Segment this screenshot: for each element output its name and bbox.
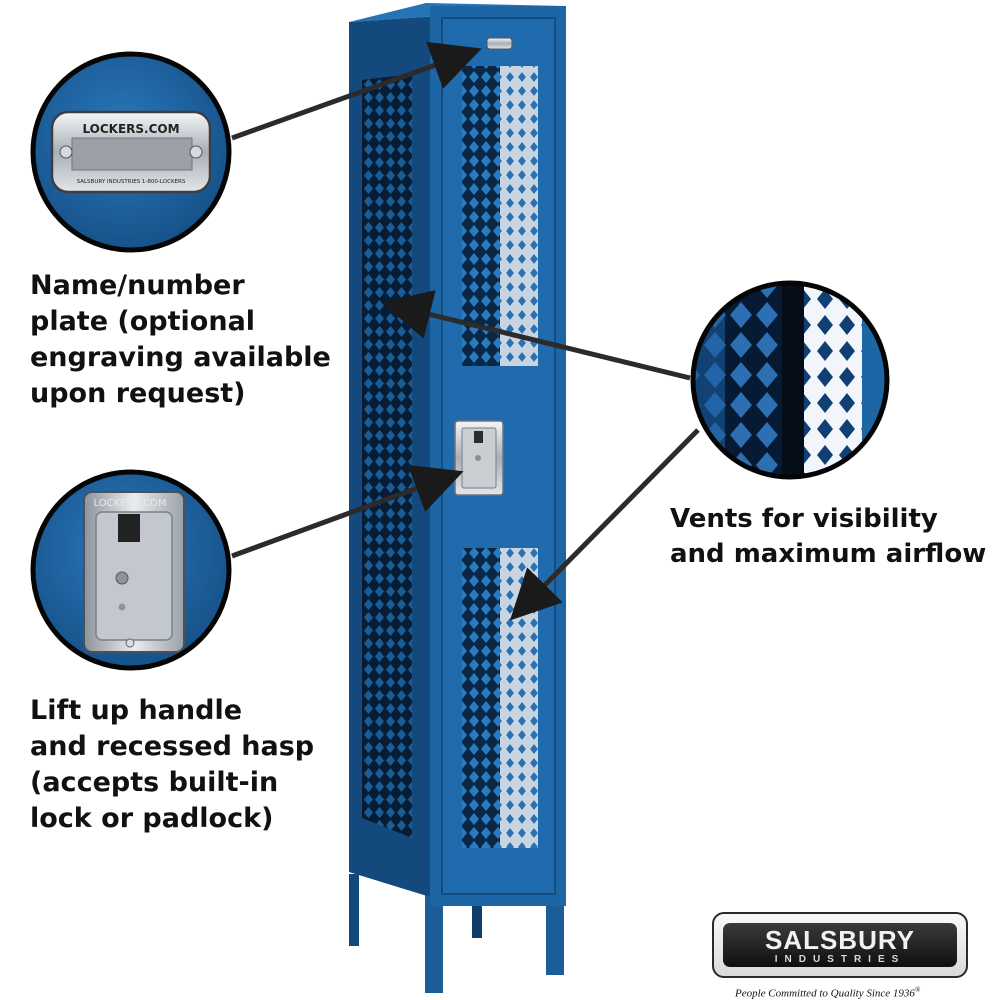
side-vent xyxy=(362,74,412,838)
arrow-to-door-vent xyxy=(509,428,700,621)
plate-screw xyxy=(59,145,73,159)
logo-frame: SALSBURY INDUSTRIES xyxy=(712,912,968,978)
arrow-to-plate xyxy=(231,41,482,141)
locker-leg xyxy=(472,906,482,938)
caption-name-plate: Name/number plate (optional engraving av… xyxy=(30,270,331,409)
door-vent-bottom-highlight xyxy=(500,548,538,848)
salsbury-logo: SALSBURY INDUSTRIES xyxy=(712,912,970,982)
locker-leg xyxy=(546,895,564,975)
tagline-text: People Committed to Quality Since 1936 xyxy=(735,987,915,1000)
arrow-to-side-vent xyxy=(381,290,691,381)
logo-name: SALSBURY xyxy=(764,925,916,955)
caption-vents: Vents for visibility and maximum airflow xyxy=(670,504,987,569)
logo-plate: SALSBURY INDUSTRIES xyxy=(723,923,957,967)
callout-vents-circle xyxy=(690,280,890,480)
arrow-to-handle xyxy=(231,464,464,559)
callout-arrows xyxy=(231,41,700,621)
locker-leg xyxy=(425,895,443,993)
plate-screw xyxy=(189,145,203,159)
plate-small-text: SALSBURY INDUSTRIES 1-800-LOCKERS xyxy=(77,179,186,185)
locker-leg xyxy=(349,874,359,946)
logo-sub: INDUSTRIES xyxy=(774,954,906,965)
locker-number-plate xyxy=(486,37,513,50)
plate-text: LOCKERS.COM xyxy=(82,122,179,136)
hasp-latch xyxy=(118,514,140,542)
callout-handle-circle: LOCKERS.COM xyxy=(30,469,232,671)
hasp-text: LOCKERS.COM xyxy=(94,498,167,509)
door-vent-top-highlight xyxy=(500,66,538,366)
locker xyxy=(349,3,566,993)
caption-handle: Lift up handle and recessed hasp (accept… xyxy=(30,695,315,834)
brand-tagline: People Committed to Quality Since 1936® xyxy=(735,986,995,1000)
callout-plate-circle: LOCKERS.COM SALSBURY INDUSTRIES 1-800-LO… xyxy=(30,51,232,253)
registered-mark: ® xyxy=(914,986,921,994)
